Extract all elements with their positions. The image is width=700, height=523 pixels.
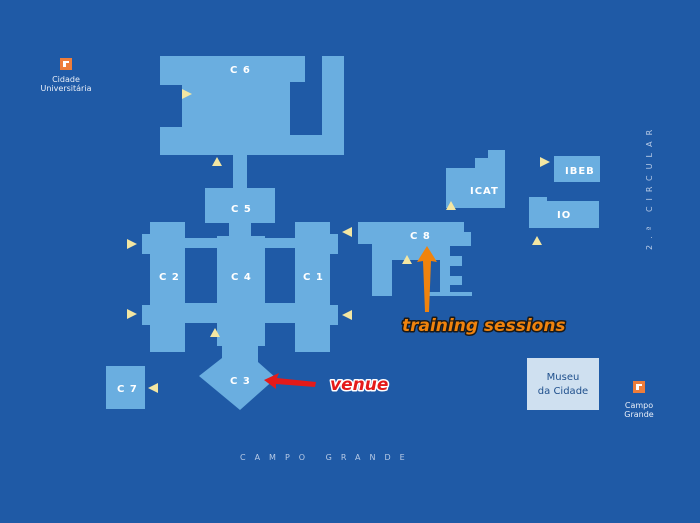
entrance-marker [540, 157, 550, 167]
metro-campo-grande-line1: Campo [625, 401, 653, 410]
entrance-marker [182, 89, 192, 99]
entrance-marker [148, 383, 158, 393]
label-c7: C 7 [117, 384, 138, 395]
building-c8[interactable]: C 8 [358, 222, 472, 296]
label-icat: ICAT [470, 186, 499, 197]
label-c6: C 6 [230, 65, 251, 76]
corridor-c5-c4 [229, 222, 251, 238]
label-c3: C 3 [230, 376, 251, 387]
building-ibeb[interactable]: IBEB [554, 156, 600, 182]
label-c5: C 5 [231, 204, 252, 215]
metro-cidade-universitaria-line1: Cidade [52, 75, 80, 84]
entrance-marker [342, 227, 352, 237]
metro-icon [633, 381, 645, 393]
building-c5[interactable]: C 5 [205, 188, 275, 223]
corridor-c4-c3 [229, 320, 251, 350]
label-ibeb: IBEB [565, 166, 595, 177]
building-icat[interactable]: ICAT [446, 150, 505, 208]
entrance-marker [210, 328, 220, 337]
entrance-marker [127, 309, 137, 319]
label-io: IO [557, 210, 571, 221]
training-arrow [417, 246, 437, 312]
metro-icon [60, 58, 72, 70]
label-c8: C 8 [410, 231, 431, 242]
building-central-complex[interactable] [142, 222, 338, 352]
entrance-marker [446, 201, 456, 210]
label-c2: C 2 [159, 272, 180, 283]
venue-arrow [264, 373, 316, 389]
street-segunda-circular: 2.ª CIRCULAR [645, 124, 654, 250]
label-c1: C 1 [303, 272, 324, 283]
venue-annotation: venue [330, 375, 388, 395]
street-campo-grande: CAMPO GRANDE [240, 453, 414, 462]
corridor-c6-c5 [233, 155, 247, 190]
metro-campo-grande-line2: Grande [624, 410, 654, 419]
label-museu-line1: Museu [547, 372, 580, 383]
building-museu[interactable]: Museu da Cidade [527, 358, 599, 410]
entrance-markers [127, 89, 550, 393]
entrance-marker [342, 310, 352, 320]
building-c6[interactable]: C 6 [160, 56, 344, 155]
label-c4: C 4 [231, 272, 252, 283]
entrance-marker [212, 157, 222, 166]
training-annotation: training sessions [402, 316, 566, 336]
entrance-marker [127, 239, 137, 249]
building-io[interactable]: IO [529, 197, 599, 228]
building-c7[interactable]: C 7 [106, 366, 145, 409]
label-museu-line2: da Cidade [538, 386, 588, 397]
entrance-marker [532, 236, 542, 245]
building-c3[interactable]: C 3 [199, 346, 276, 410]
entrance-marker [402, 255, 412, 264]
metro-cidade-universitaria-line2: Universitária [41, 84, 92, 93]
